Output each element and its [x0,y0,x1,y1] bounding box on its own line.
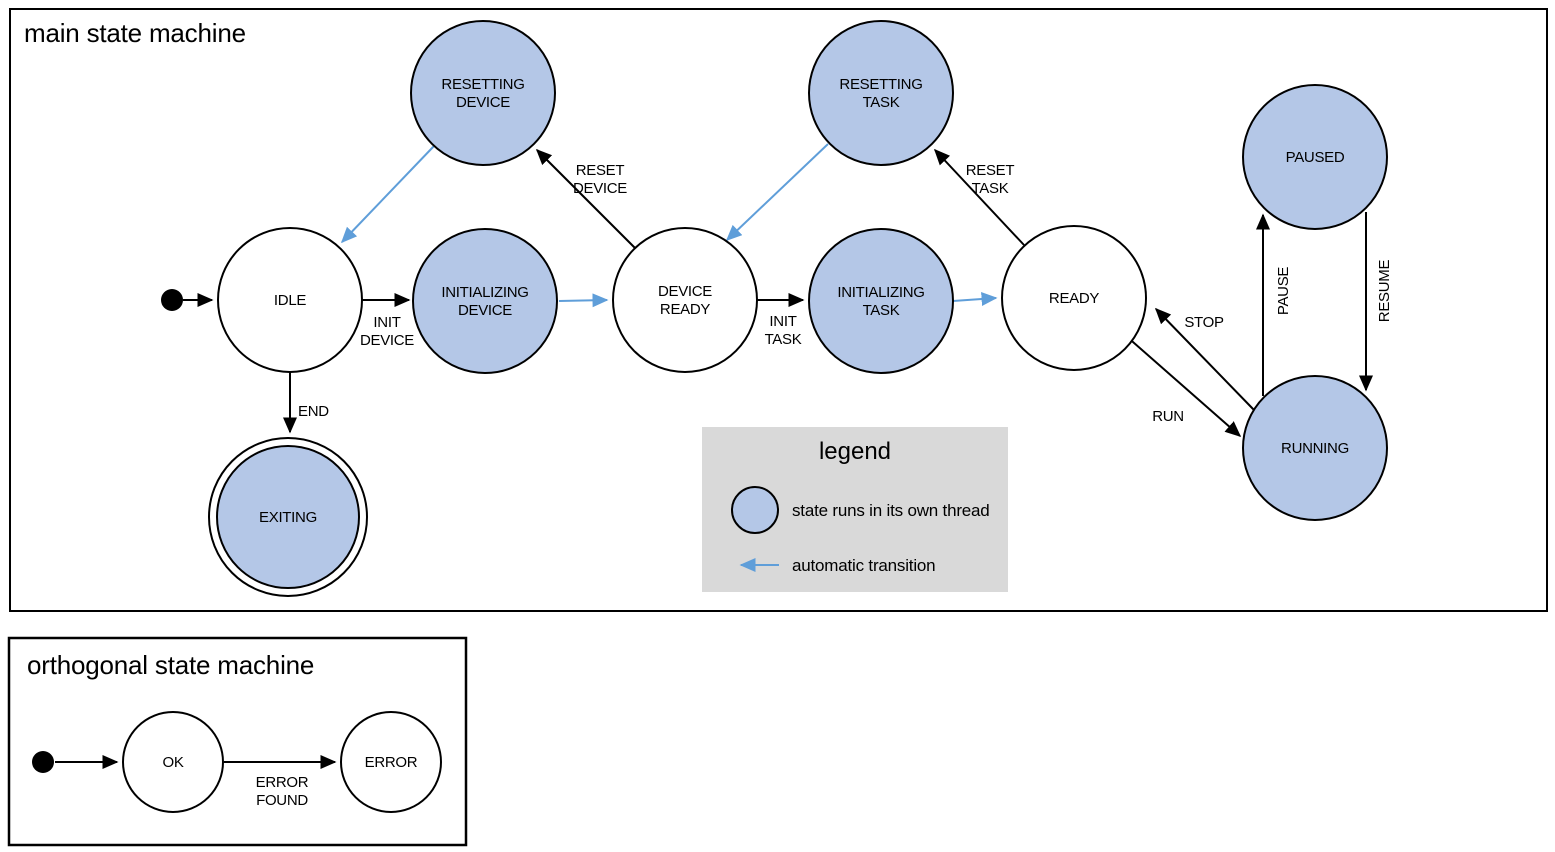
legend-threaded-state-label: state runs in its own thread [792,501,990,520]
state-resetting-device-label-line2: DEVICE [456,94,510,111]
state-initializing-task [808,228,954,374]
transition-reset-device-label-line2: DEVICE [573,180,627,197]
transition-reset-device-label-line1: RESET [576,162,625,179]
state-idle-label: IDLE [274,292,306,309]
transition-run-label: RUN [1152,408,1184,425]
state-initializing-device-label-line1: INITIALIZING [441,284,528,301]
transition-init-task-label-line1: INIT [769,313,796,330]
state-paused-label: PAUSED [1286,149,1345,166]
state-exiting [216,445,360,589]
transition-run-arrow [1124,334,1242,437]
legend-automatic-transition-label: automatic transition [792,556,935,575]
state-ok [122,711,224,813]
transition-reset-task-arrow [933,148,1025,246]
state-resetting-device-label-line1: RESETTING [441,76,524,93]
auto-transition-resetting-task-to-device-ready-arrow [725,143,829,242]
state-idle [217,227,363,373]
transition-reset-task-label-line2: TASK [972,180,1009,197]
state-resetting-device [410,20,556,166]
state-initializing-task-label-line1: INITIALIZING [837,284,924,301]
state-ready [1001,225,1147,371]
state-resetting-task-label-line2: TASK [863,94,900,111]
orthogonal-state-machine-title: orthogonal state machine [27,650,314,680]
transition-init-device-label-line1: INIT [373,314,400,331]
state-resetting-task-label-line1: RESETTING [839,76,922,93]
transition-stop-arrow [1154,307,1255,411]
state-initializing-device-label-line2: DEVICE [458,302,512,319]
transition-reset-device-arrow [535,148,636,249]
legend-title: legend [819,438,891,465]
auto-transition-initializing-task-to-ready-arrow [952,292,998,306]
main-state-machine-title: main state machine [24,18,246,48]
state-device-ready-label-line2: READY [660,301,710,318]
auto-transition-initializing-device-to-device-ready-arrow [558,293,609,308]
transition-error-found-label-line1: ERROR [256,774,309,791]
state-running-label: RUNNING [1281,440,1349,457]
state-error [340,711,442,813]
auto-transition-resetting-device-to-idle-arrow [340,145,435,244]
initial-state-dot-main [161,289,183,311]
state-running [1242,375,1388,521]
state-device-ready-label-line1: DEVICE [658,283,712,300]
transition-error-found-label-line2: FOUND [256,792,308,809]
transition-end-label: END [298,403,329,420]
state-exiting-label: EXITING [259,509,317,526]
transition-init-device-label-line2: DEVICE [360,332,414,349]
transition-init-task-label-line2: TASK [765,331,802,348]
transition-reset-task-label-line1: RESET [966,162,1015,179]
state-ready-label: READY [1049,290,1099,307]
transition-stop-label: STOP [1184,314,1224,331]
state-device-ready [612,227,758,373]
state-paused [1242,84,1388,230]
state-error-label: ERROR [365,754,418,771]
transition-resume-label: RESUME [1376,260,1393,323]
transition-pause-label: PAUSE [1275,267,1292,316]
legend-threaded-state-icon [731,486,779,534]
initial-state-dot-orthogonal [32,751,54,773]
state-initializing-task-label-line2: TASK [863,302,900,319]
state-ok-label: OK [162,754,183,771]
state-resetting-task [808,20,954,166]
state-initializing-device [412,228,558,374]
